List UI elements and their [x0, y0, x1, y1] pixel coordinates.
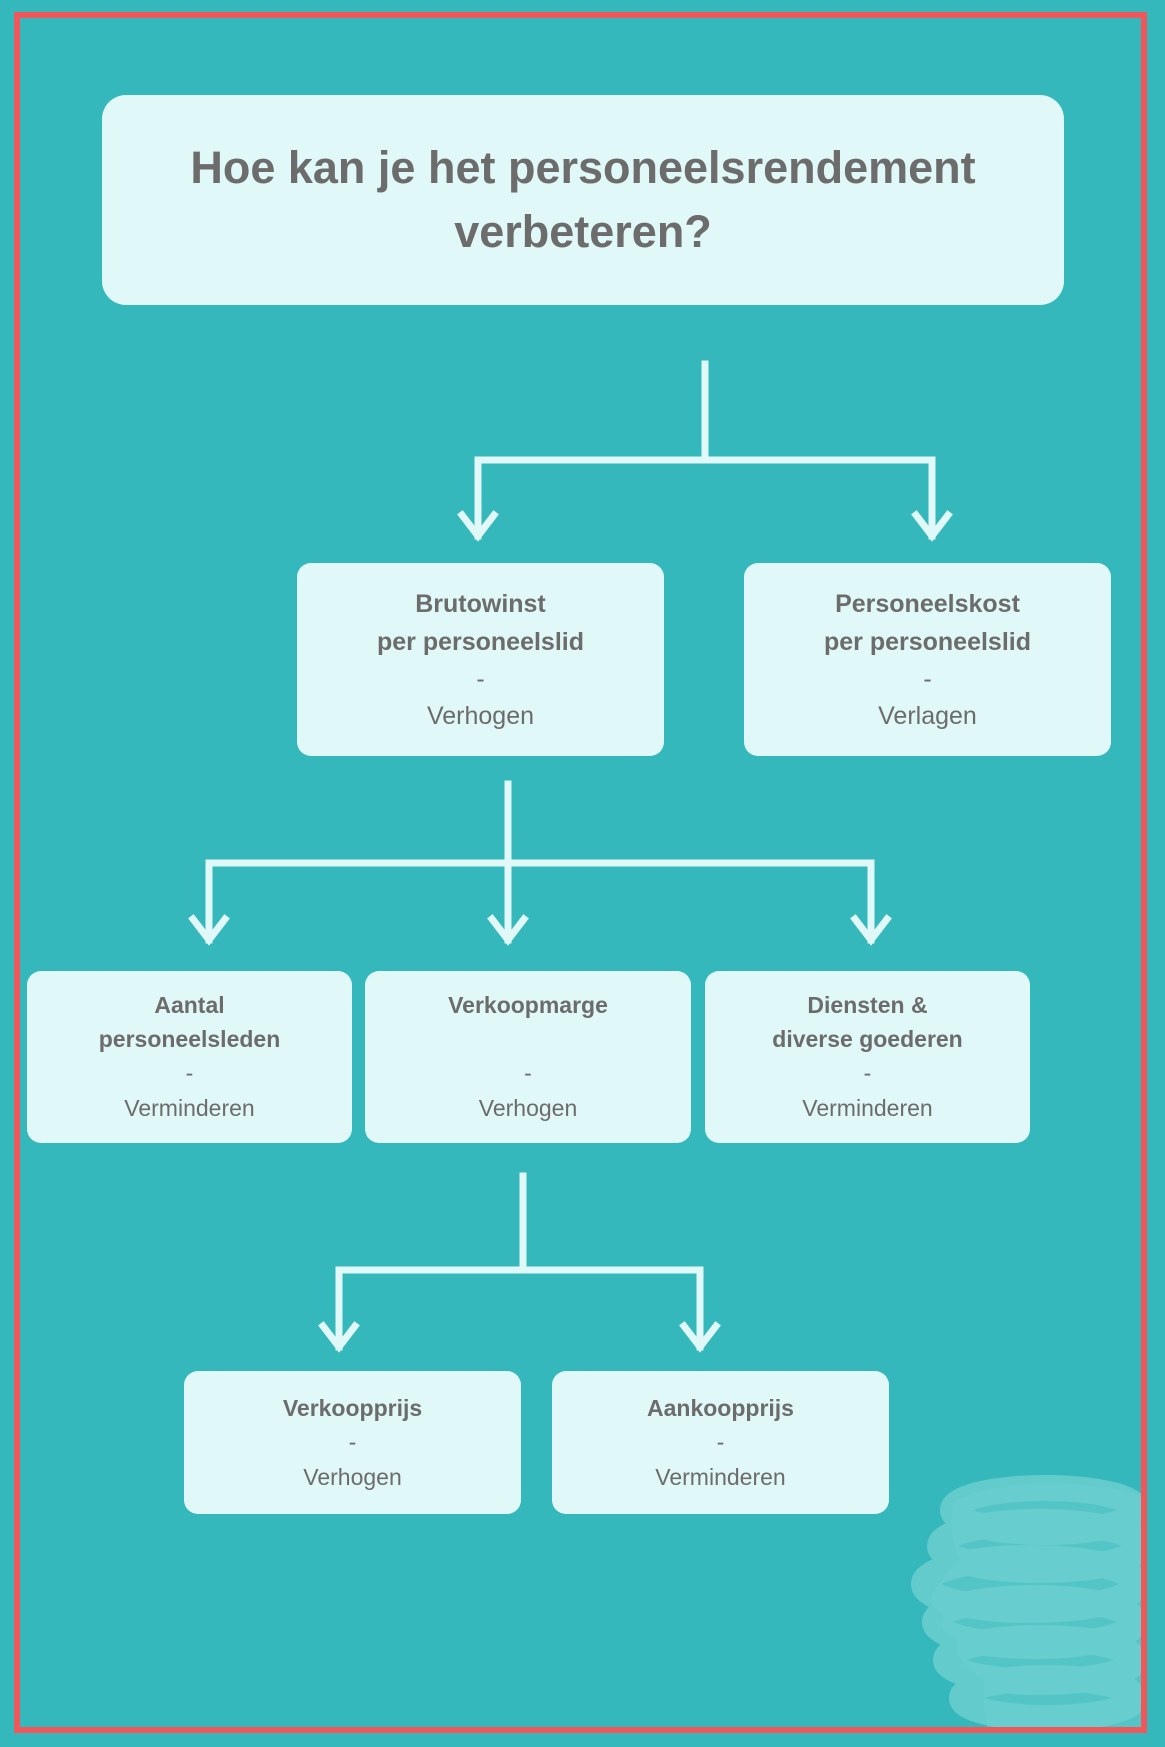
node-action: Verminderen [655, 1463, 786, 1490]
arrowhead-aantal [188, 914, 230, 946]
node-title: Personeelskost [835, 589, 1020, 618]
node-dash: - [476, 664, 485, 693]
node-title: Diensten & [807, 992, 928, 1018]
arrowhead-aankoopprijs [679, 1321, 721, 1353]
node-aantal-personeelsleden: Aantal personeelsleden - Verminderen [27, 971, 352, 1143]
connector-title-to-level1 [474, 360, 936, 540]
node-dash: - [863, 1060, 872, 1086]
node-dash: - [716, 1428, 725, 1455]
node-action: Verminderen [802, 1095, 933, 1121]
node-title: Verkoopmarge [448, 992, 608, 1018]
node-action: Verhogen [303, 1463, 402, 1490]
node-diensten-diverse-goederen: Diensten & diverse goederen - Vermindere… [705, 971, 1030, 1143]
arrowhead-brutowinst [457, 510, 499, 542]
diagram-title-line2: verbeteren? [454, 206, 712, 257]
arrowhead-verkoopmarge [487, 914, 529, 946]
connector-brutowinst-to-level2 [205, 780, 875, 944]
arrowhead-verkoopprijs [318, 1321, 360, 1353]
node-action: Verhogen [478, 1095, 578, 1121]
node-action: Verminderen [124, 1095, 255, 1121]
node-aankoopprijs: Aankoopprijs - Verminderen [552, 1371, 889, 1514]
title-card: Hoe kan je het personeelsrendement verbe… [102, 95, 1064, 305]
node-dash: - [185, 1060, 194, 1086]
node-title: Aankoopprijs [647, 1394, 794, 1421]
node-action: Verlagen [878, 701, 977, 730]
node-title: Aantal [154, 992, 225, 1018]
arrowhead-personeelskost [911, 510, 953, 542]
node-dash: - [524, 1060, 532, 1086]
node-title: personeelsleden [98, 1026, 281, 1052]
node-title: per personeelslid [823, 627, 1032, 656]
node-verkoopmarge: Verkoopmarge - Verhogen [365, 971, 691, 1143]
connector-verkoopmarge-to-level3 [335, 1172, 704, 1351]
node-brutowinst: Brutowinst per personeelslid - Verhogen [297, 563, 664, 756]
node-personeelskost: Personeelskost per personeelslid - Verla… [744, 563, 1111, 756]
node-verkoopprijs: Verkoopprijs - Verhogen [184, 1371, 521, 1514]
node-title: Verkoopprijs [282, 1394, 423, 1421]
node-action: Verhogen [426, 701, 535, 730]
node-title: per personeelslid [376, 627, 585, 656]
node-title: diverse goederen [772, 1026, 963, 1052]
diagram-title-line1: Hoe kan je het personeelsrendement [190, 142, 976, 193]
node-title: Brutowinst [415, 589, 546, 618]
arrowhead-diensten [850, 914, 892, 946]
node-dash: - [348, 1428, 357, 1455]
node-dash: - [923, 664, 932, 693]
